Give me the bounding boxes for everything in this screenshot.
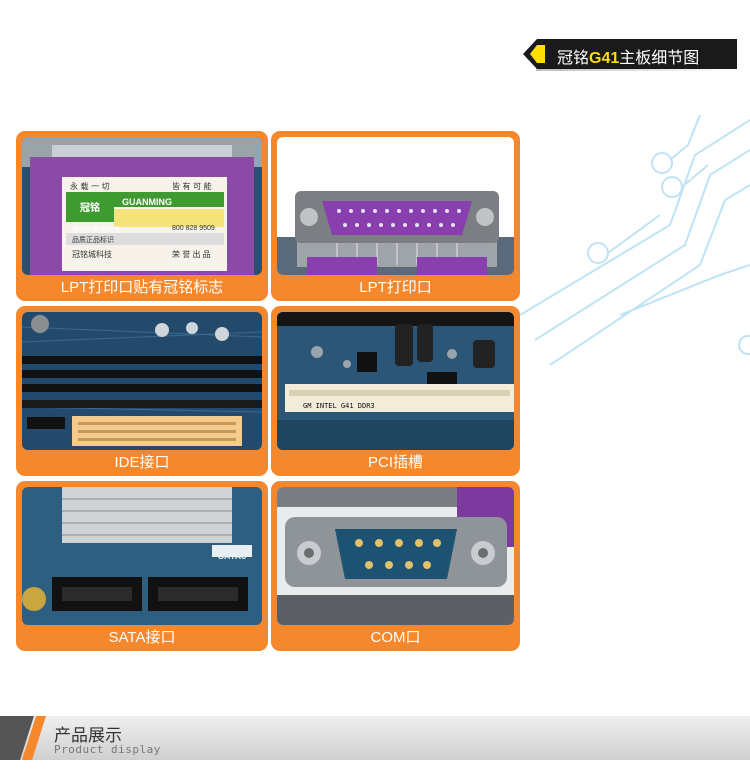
sticker-line-2: 品质正品标识 <box>72 237 114 244</box>
section-subtitle: Product display <box>54 743 161 756</box>
detail-caption-com: COM口 <box>370 629 421 646</box>
detail-caption-lpt-sticker: LPT打印口贴有冠铭标志 <box>60 279 224 296</box>
pci-slot-photo: GM INTEL G41 DDR3 <box>277 312 514 450</box>
detail-title-ribbon: 冠铭G41主板细节图 <box>523 39 737 69</box>
com-port-photo <box>277 487 514 625</box>
lpt-sticker-photo: 永 载 一 切 皆 有 可 能 冠铭 GUANMING 全国IT渠道联保 品质正… <box>22 137 262 275</box>
detail-caption-pci: PCI插槽 <box>367 454 423 471</box>
detail-card-lpt[interactable]: LPT打印口 <box>271 131 520 301</box>
sticker-footer: 冠铭城科技 <box>72 250 112 259</box>
sticker-slogan-left: 永 载 一 切 <box>70 182 110 191</box>
detail-card-com[interactable]: COM口 <box>271 481 520 651</box>
circuit-decoration-icon <box>520 115 750 366</box>
sticker-slogan-right: 皆 有 可 能 <box>172 182 212 191</box>
detail-title: 冠铭G41主板细节图 <box>557 50 700 67</box>
product-display-section-bar: 产品展示 Product display <box>0 716 750 760</box>
sticker-line-1: 全国IT渠道联保 <box>72 227 121 234</box>
detail-card-pci[interactable]: GM INTEL G41 DDR3 PCI插槽 <box>271 306 520 476</box>
sticker-brand-en: GUANMING <box>122 197 172 207</box>
pci-silkscreen: GM INTEL G41 DDR3 <box>303 402 375 410</box>
sata-silkscreen: SATA3 <box>218 551 247 561</box>
detail-caption-ide: IDE接口 <box>114 454 170 471</box>
detail-card-sata[interactable]: SATA3 SATA接口 <box>16 481 268 651</box>
sticker-phone: 800 828 9509 <box>172 225 215 232</box>
detail-card-lpt-sticker[interactable]: 永 载 一 切 皆 有 可 能 冠铭 GUANMING 全国IT渠道联保 品质正… <box>16 131 268 301</box>
detail-caption-sata: SATA接口 <box>108 629 176 646</box>
sata-port-photo: SATA3 <box>22 487 262 625</box>
detail-caption-lpt: LPT打印口 <box>359 279 432 296</box>
sticker-footer-right: 荣 誉 出 品 <box>172 250 211 259</box>
detail-card-ide[interactable]: IDE接口 <box>16 306 268 476</box>
section-title: 产品展示 <box>54 726 122 745</box>
ide-slot-photo <box>22 312 262 450</box>
lpt-port-photo <box>277 137 514 275</box>
sticker-brand-cn: 冠铭 <box>80 203 100 214</box>
ribbon-shadow <box>536 68 736 71</box>
